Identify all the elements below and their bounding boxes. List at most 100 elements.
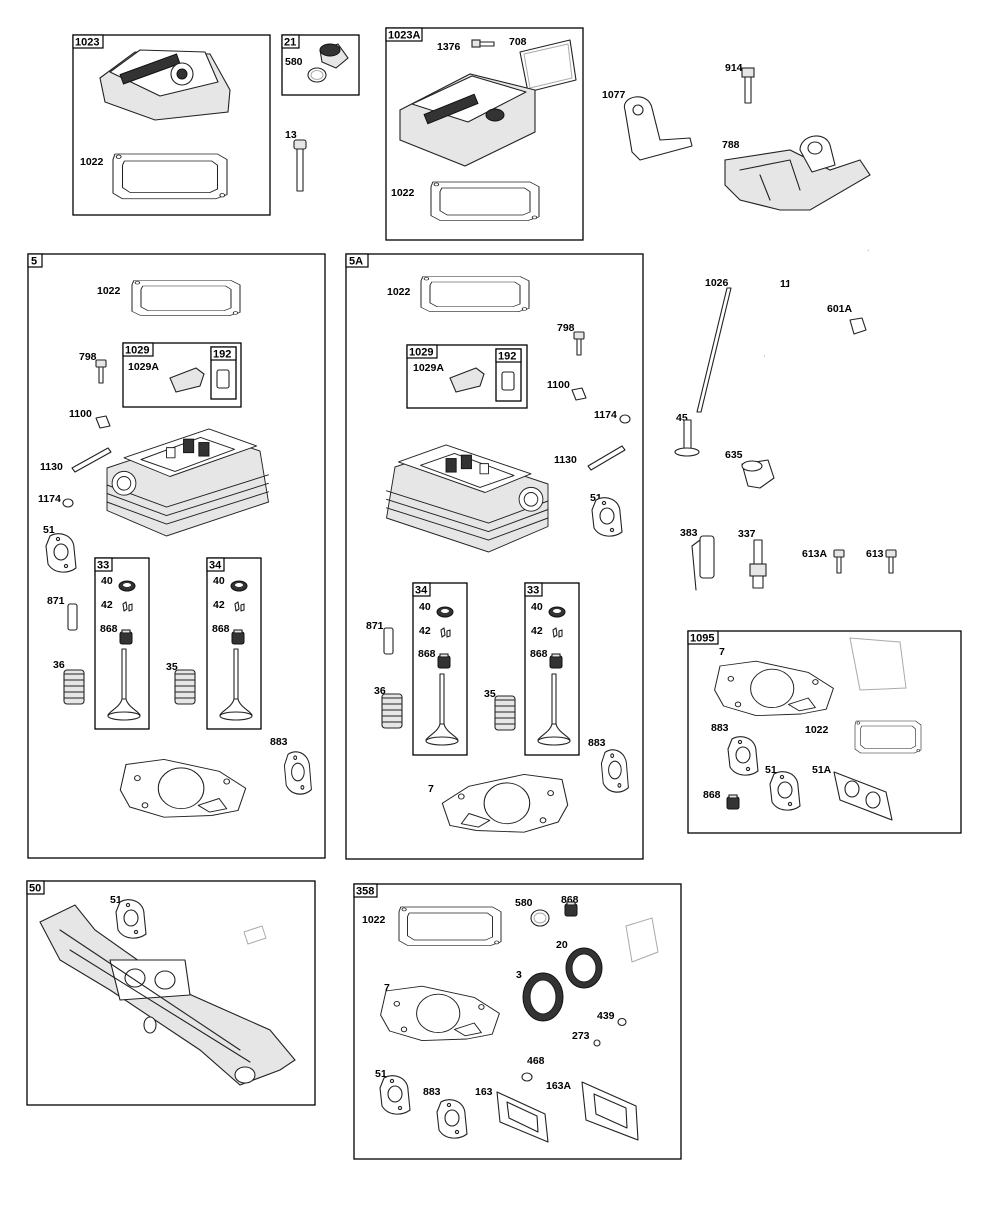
- label-871: 871: [47, 595, 65, 607]
- pushrod-1026: [696, 287, 732, 413]
- group-tag-33: 33: [527, 585, 539, 597]
- label-1022: 1022: [97, 285, 121, 297]
- oil-fill-cap: [319, 43, 349, 69]
- nut-1174: [62, 498, 74, 508]
- retainer-40: [118, 580, 136, 592]
- seal-20: [565, 947, 603, 989]
- spring-36: [381, 693, 403, 729]
- group-1023A: 1023A 1376 708 1022: [385, 27, 584, 241]
- bolt-613: [885, 549, 897, 574]
- label-883: 883: [423, 1086, 441, 1098]
- label-163A: 163A: [546, 1080, 572, 1092]
- group-tag-34: 34: [209, 560, 222, 572]
- spring-35: [174, 669, 196, 705]
- gasket-163A: [581, 1081, 639, 1141]
- label-1022: 1022: [362, 914, 386, 926]
- gasket-1022: [854, 720, 922, 754]
- gasket-1022: [398, 906, 502, 946]
- label-613A: 613A: [802, 548, 828, 560]
- ring-273: [593, 1039, 601, 1047]
- label-1130: 1130: [554, 454, 577, 466]
- guide-1100: [95, 415, 111, 429]
- label-11: 11: [780, 278, 791, 290]
- label-798: 798: [79, 351, 97, 363]
- label-383: 383: [680, 527, 698, 539]
- label-1022: 1022: [805, 724, 829, 736]
- label-36: 36: [53, 659, 65, 671]
- label-51: 51: [765, 764, 777, 776]
- label-163: 163: [475, 1086, 493, 1098]
- label-1029A: 1029A: [413, 362, 444, 374]
- label-51: 51: [375, 1068, 387, 1080]
- rocker-arm-1029A: [449, 367, 485, 393]
- label-788: 788: [722, 139, 740, 151]
- gasket-ghost: [849, 637, 907, 691]
- washer-439: [617, 1017, 627, 1027]
- label-7: 7: [428, 783, 434, 795]
- label-42: 42: [101, 599, 113, 611]
- label-1022: 1022: [391, 187, 415, 199]
- label-40: 40: [213, 575, 225, 587]
- group-tag-1023: 1023: [75, 37, 99, 49]
- group-tag-358: 358: [356, 886, 374, 898]
- label-42: 42: [531, 625, 543, 637]
- label-883: 883: [588, 737, 606, 749]
- label-1376: 1376: [437, 41, 461, 53]
- bolt-13: [293, 139, 307, 192]
- bolt-914: [741, 67, 755, 104]
- bolt-1376: [471, 39, 495, 48]
- label-36: 36: [374, 685, 386, 697]
- group-tag-192: 192: [213, 349, 231, 361]
- label-868: 868: [212, 623, 230, 635]
- spark-plug-337: [749, 539, 767, 589]
- tappet-45: [674, 419, 700, 457]
- guide-1100: [571, 387, 587, 401]
- retainer-40: [230, 580, 248, 592]
- seal-868: [231, 629, 245, 645]
- stud-1130: [587, 445, 626, 471]
- gasket-51: [769, 771, 801, 811]
- gasket-51: [45, 533, 77, 573]
- retainer-40: [436, 606, 454, 618]
- group-5A: 5A 1022 798 1029 1029A 192 1100 1174 113…: [345, 253, 644, 860]
- label-7: 7: [719, 646, 725, 658]
- group-tag-1029: 1029: [409, 347, 433, 359]
- group-tag-5A: 5A: [349, 256, 363, 268]
- label-1130: 1130: [40, 461, 63, 473]
- gasket-51: [115, 899, 147, 939]
- group-tag-21: 21: [284, 37, 296, 49]
- label-580: 580: [285, 56, 303, 68]
- valve-cover-1023: [99, 49, 231, 121]
- gasket-883: [600, 749, 630, 793]
- gasket-51: [591, 497, 623, 537]
- label-51A: 51A: [812, 764, 832, 776]
- solenoid-383: [691, 535, 715, 591]
- group-tag-1023A: 1023A: [388, 30, 420, 42]
- gasket-163: [496, 1091, 549, 1143]
- group-tag-1029: 1029: [125, 345, 149, 357]
- bolt-613A: [833, 549, 845, 574]
- seal-868: [564, 901, 578, 917]
- label-7: 7: [384, 982, 390, 994]
- group-1095: 1095 7 883 1022 51 51A 868: [687, 630, 962, 834]
- group-tag-50: 50: [29, 883, 41, 895]
- label-40: 40: [531, 601, 543, 613]
- pin-871: [67, 603, 78, 631]
- intake-manifold-50: [39, 904, 296, 1086]
- label-20: 20: [556, 939, 568, 951]
- label-883: 883: [711, 722, 729, 734]
- clamp-601A: [849, 317, 867, 335]
- nut-1174: [619, 414, 631, 424]
- gasket-1022: [420, 276, 530, 313]
- spring-35: [494, 695, 516, 731]
- fitting-ghost: [243, 925, 267, 945]
- seal-868: [437, 653, 451, 669]
- seal-868: [119, 629, 133, 645]
- stud-1130: [71, 447, 112, 473]
- label-613: 613: [866, 548, 884, 560]
- group-tag-192: 192: [498, 351, 516, 363]
- group-tag-33: 33: [97, 560, 109, 572]
- label-868: 868: [703, 789, 721, 801]
- boot-635: [741, 459, 775, 489]
